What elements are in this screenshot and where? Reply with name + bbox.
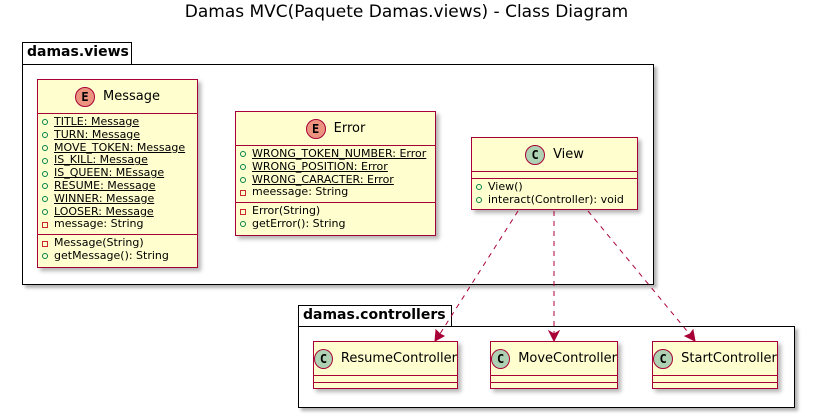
field-section (472, 171, 637, 178)
arrowhead-resume (434, 328, 446, 342)
dependency-view-start (587, 210, 693, 338)
class-member: message: String (42, 218, 197, 231)
arrowhead-move (547, 329, 561, 343)
class-stereotype-icon: C (653, 348, 674, 369)
class-member: interact(Controller): void (476, 192, 637, 207)
public-visibility-icon (476, 184, 488, 191)
public-visibility-icon (476, 197, 488, 204)
private-visibility-icon (240, 208, 252, 215)
public-visibility-icon (42, 183, 54, 190)
member-text: LOOSER: Message (54, 204, 154, 218)
class-resume-controller[interactable]: C ResumeController (313, 341, 458, 389)
class-member: LOOSER: Message (42, 204, 197, 219)
member-text: interact(Controller): void (488, 192, 624, 206)
class-member: MOVE_TOKEN: Message (42, 140, 197, 155)
class-member: getMessage(): String (42, 248, 197, 263)
public-visibility-icon (42, 253, 54, 260)
method-section: View()interact(Controller): void (472, 178, 637, 210)
member-text: WRONG_POSITION: Error (252, 159, 388, 173)
member-text: meessage: String (252, 185, 349, 199)
public-visibility-icon (42, 157, 54, 164)
dependency-view-resume (437, 210, 519, 338)
class-name: ResumeController (340, 351, 457, 366)
member-text: TURN: Message (54, 127, 141, 141)
class-member: RESUME: Message (42, 178, 197, 193)
class-member: WRONG_TOKEN_NUMBER: Error (240, 147, 435, 161)
class-name: Error (333, 121, 366, 136)
package-name-views: damas.views (27, 44, 129, 60)
member-text: IS_KILL: Message (54, 153, 148, 167)
class-view[interactable]: C View View()interact(Controller): void (471, 137, 638, 210)
class-name: MoveController (518, 351, 617, 366)
member-text: MOVE_TOKEN: Message (54, 140, 186, 154)
class-stereotype-icon: C (491, 348, 511, 369)
public-visibility-icon (42, 132, 54, 139)
public-visibility-icon (42, 170, 54, 177)
public-visibility-icon (42, 208, 54, 215)
class-member: WINNER: Message (42, 191, 197, 206)
arrowhead-start (683, 328, 696, 342)
class-name: Message (103, 89, 160, 104)
public-visibility-icon (42, 196, 54, 203)
package-tab-views: damas.views (22, 42, 132, 64)
member-text: getError(): String (252, 216, 346, 230)
field-section (653, 375, 777, 382)
method-section (653, 382, 777, 389)
public-visibility-icon (42, 144, 54, 151)
class-member: Error(String) (240, 204, 435, 218)
diagram-title: Damas MVC(Paquete Damas.views) - Class D… (184, 2, 629, 22)
class-member: IS_KILL: Message (42, 154, 197, 167)
class-start-controller[interactable]: C StartController (652, 341, 778, 389)
class-member: WRONG_CARACTER: Error (240, 172, 435, 187)
field-section (314, 375, 457, 382)
public-visibility-icon (240, 221, 252, 228)
public-visibility-icon (42, 119, 54, 126)
member-text: TITLE: Message (54, 115, 140, 128)
member-text: Message(String) (54, 236, 144, 250)
private-visibility-icon (42, 240, 54, 247)
class-member: IS_QUEEN: MEssage (42, 166, 197, 180)
class-stereotype-icon: C (525, 144, 546, 165)
member-text: getMessage(): String (54, 248, 169, 262)
public-visibility-icon (240, 164, 252, 171)
method-section (314, 382, 457, 389)
class-member: WRONG_POSITION: Error (240, 159, 435, 174)
class-member: TURN: Message (42, 127, 197, 142)
private-visibility-icon (42, 221, 54, 228)
member-text: IS_QUEEN: MEssage (54, 166, 165, 180)
method-section (491, 382, 617, 389)
method-section: Error(String)getError(): String (236, 202, 435, 234)
class-member: meessage: String (240, 186, 435, 199)
member-text: WINNER: Message (54, 191, 155, 205)
member-text: WRONG_TOKEN_NUMBER: Error (252, 147, 427, 160)
class-member: getError(): String (240, 216, 435, 231)
class-stereotype-icon: C (314, 348, 333, 369)
class-member: TITLE: Message (42, 115, 197, 129)
enum-stereotype-icon: E (75, 86, 95, 107)
class-name: StartController (681, 351, 777, 366)
member-text: message: String (54, 217, 144, 231)
member-text: WRONG_CARACTER: Error (252, 172, 394, 186)
member-text: Error(String) (252, 204, 321, 218)
package-name-controllers: damas.controllers (303, 307, 446, 323)
enum-stereotype-icon: E (305, 118, 326, 139)
public-visibility-icon (240, 176, 252, 183)
public-visibility-icon (240, 151, 252, 158)
member-text: RESUME: Message (54, 178, 156, 192)
method-section: Message(String)getMessage(): String (38, 234, 197, 266)
field-section (491, 375, 617, 382)
class-name: View (553, 147, 584, 162)
class-member: Message(String) (42, 236, 197, 250)
class-member: View() (476, 180, 637, 194)
member-text: View() (488, 180, 523, 193)
private-visibility-icon (240, 189, 252, 196)
